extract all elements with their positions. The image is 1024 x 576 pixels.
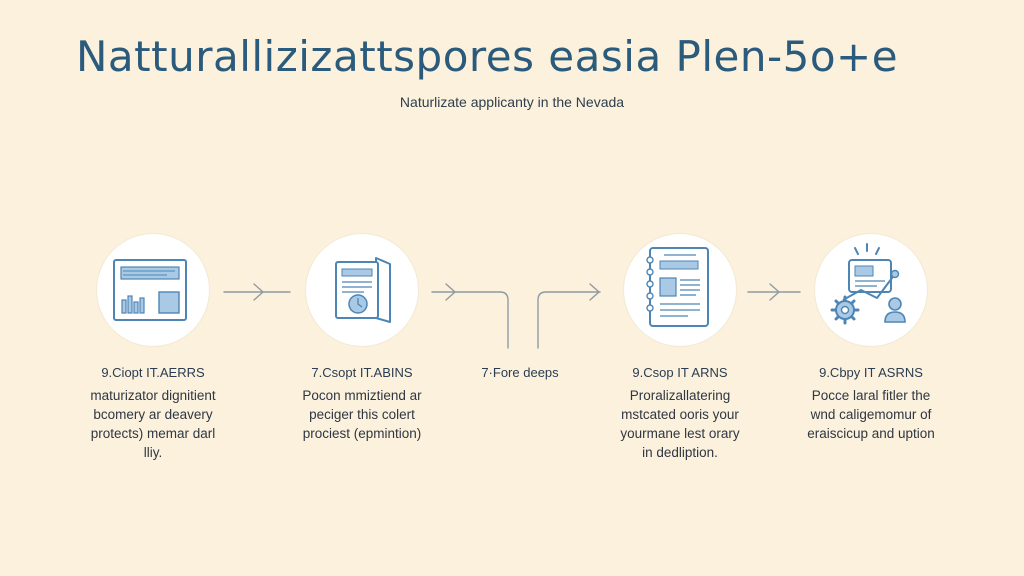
step-4-desc-line: eraiscicup and uption (807, 426, 935, 441)
step-3-title: 9.Csop IT ARNS (632, 365, 728, 380)
step-3-desc-line: Proralizallatering (629, 388, 731, 403)
arrow-1 (223, 283, 291, 301)
page-title: Natturallizizattspores easia Plen-5o+e (76, 32, 899, 81)
step-4-desc-line: Pocce laral fitler the (811, 388, 931, 403)
arrow-2-split (431, 283, 509, 349)
step-2-desc-line: Pocon mmiztiend ar (302, 388, 422, 403)
step-1-description: maturizator dignitient bcomery ar deaver… (58, 386, 248, 462)
step-3-desc-line: in dedliption. (642, 445, 718, 460)
step-3-icon-circle (624, 234, 736, 346)
step-1-title: 9.Ciopt IT.AERRS (101, 365, 205, 380)
step-2-title: 7.Csopt IT.ABINS (311, 365, 413, 380)
step-2-icon-circle (306, 234, 418, 346)
device-gear-icon (830, 243, 906, 325)
notebook-icon (646, 247, 709, 327)
step-1-desc-line: maturizator dignitient (90, 388, 216, 403)
document-stack-icon (335, 257, 391, 323)
step-3-desc-line: mstcated ooris your (621, 407, 739, 422)
user-icon (884, 297, 906, 323)
step-4-icon-circle (815, 234, 927, 346)
step-1-desc-line: bcomery ar deavery (93, 407, 213, 422)
step-4-title: 9.Cbpy IT ASRNS (819, 365, 923, 380)
report-chart-icon (113, 259, 187, 321)
arrow-3-join (537, 283, 601, 349)
step-2-description: Pocon mmiztiend ar peciger this colert p… (267, 386, 457, 443)
step-3-desc-line: yourmane lest orary (620, 426, 740, 441)
step-2-desc-line: peciger this colert (309, 407, 415, 422)
gear-icon (830, 295, 860, 325)
step-1-desc-line: protects) memar darl (90, 426, 216, 441)
step-3-description: Proralizallatering mstcated ooris your y… (585, 386, 775, 462)
middle-step-label: 7·Fore deeps (481, 365, 559, 380)
arrow-4 (747, 283, 801, 301)
step-4-desc-line: wnd caligemomur of (810, 407, 932, 422)
step-1-desc-line: lliy. (143, 445, 163, 460)
page-subtitle: Naturlizate applicanty in the Nevada (399, 94, 625, 110)
step-1-icon-circle (97, 234, 209, 346)
step-4-description: Pocce laral fitler the wnd caligemomur o… (776, 386, 966, 443)
step-2-desc-line: prociest (epmintion) (302, 426, 422, 441)
